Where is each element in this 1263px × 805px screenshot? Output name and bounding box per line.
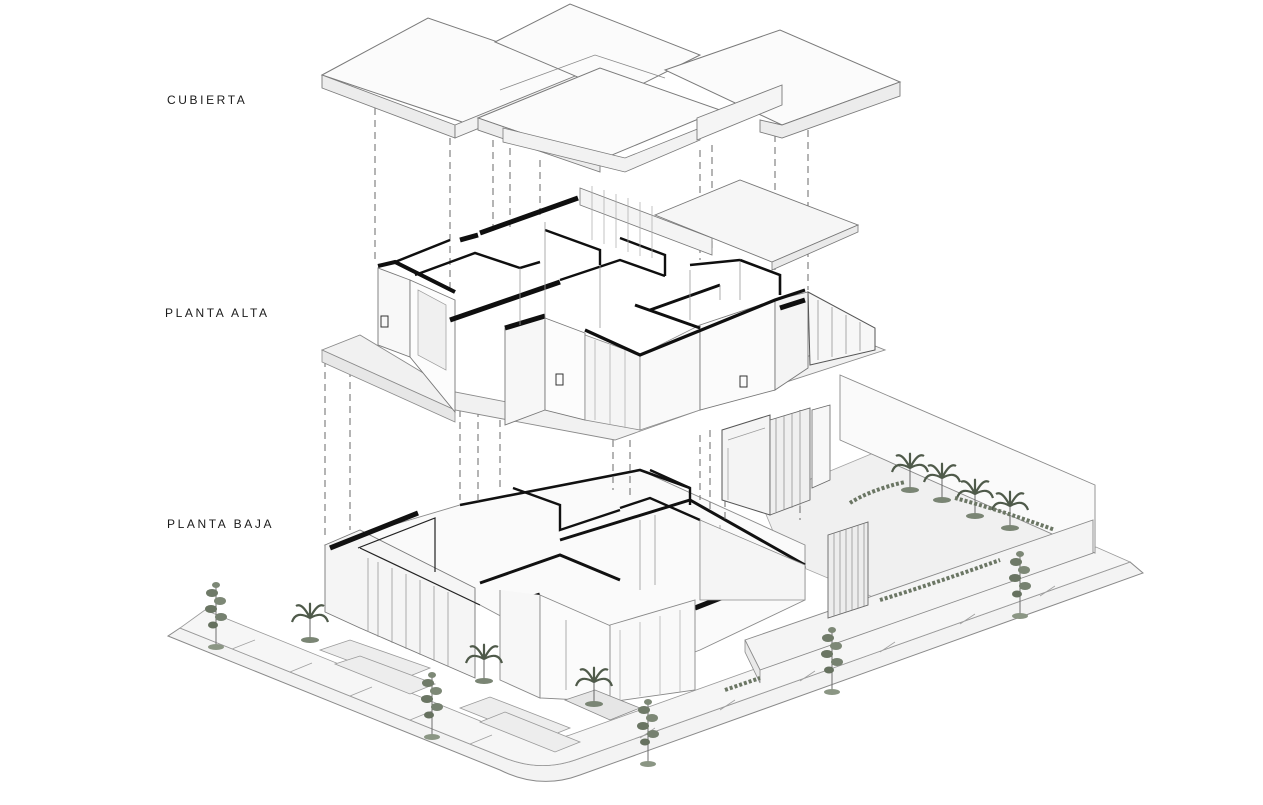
level-label-upper-floor: PLANTA ALTA: [165, 306, 270, 320]
upper-floor-volume: [320, 179, 887, 516]
ground-floor-volume: [323, 468, 869, 721]
level-label-roof: CUBIERTA: [167, 93, 248, 107]
level-label-ground-floor: PLANTA BAJA: [167, 517, 275, 531]
vegetation: [204, 452, 1056, 768]
roof-volume: [320, 3, 902, 173]
